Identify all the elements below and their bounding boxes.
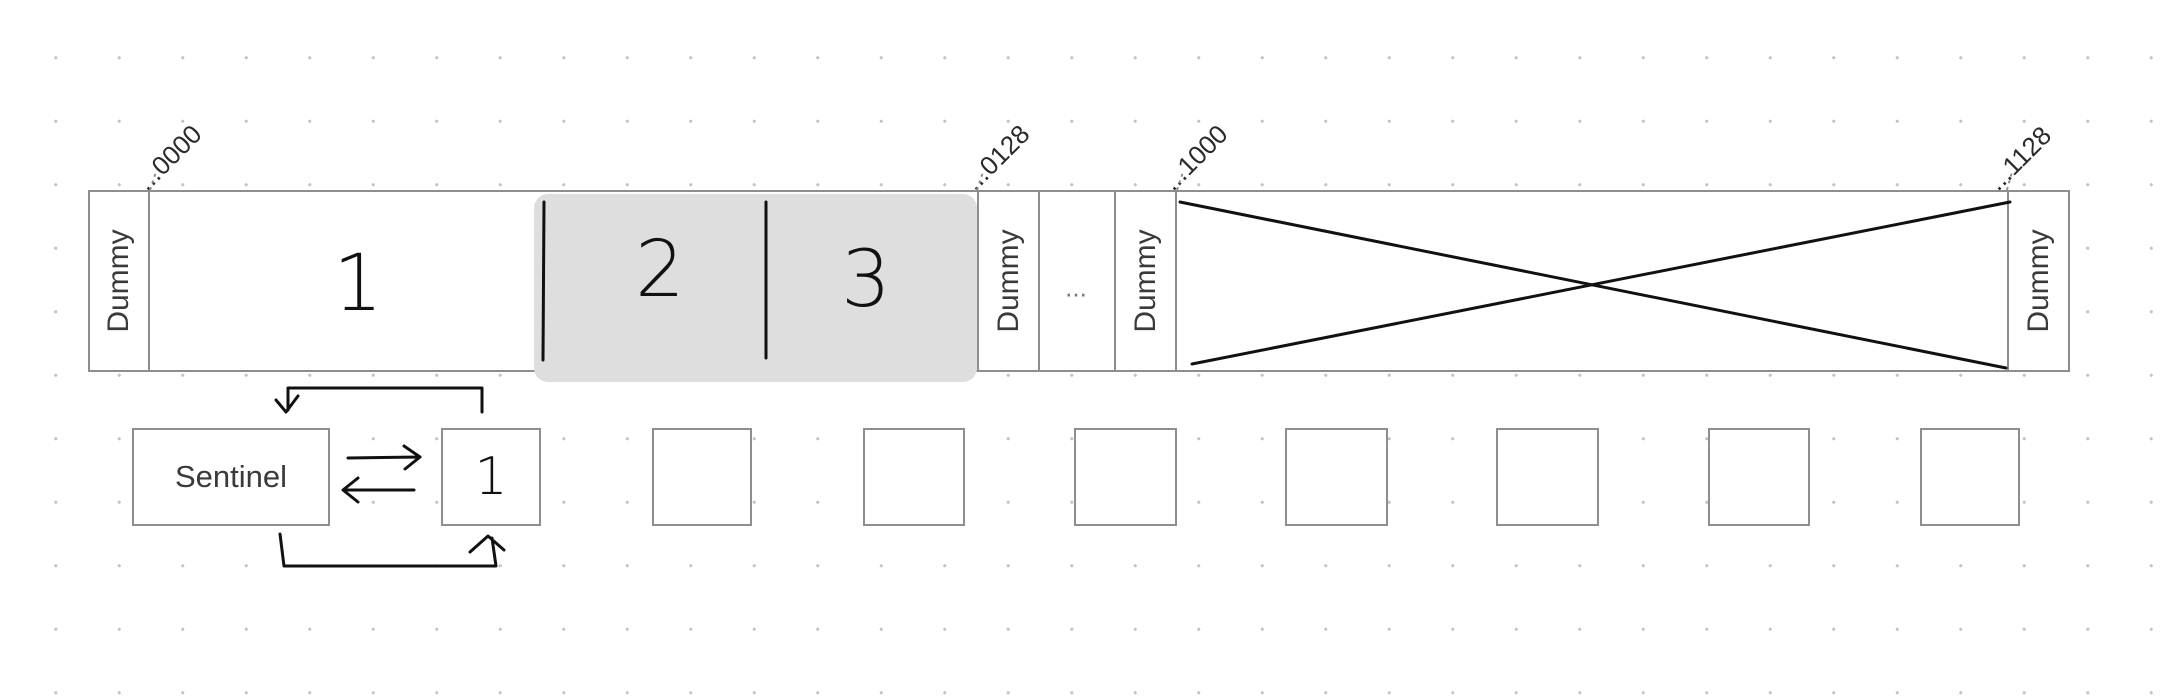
list-node [1285, 428, 1388, 526]
loop-arrow-bottom [278, 532, 506, 568]
next-pointer-arrow [346, 444, 422, 471]
sentinel-label: Sentinel [174, 459, 288, 494]
dummy-cell: Dummy [88, 190, 150, 372]
block-separator [541, 200, 546, 362]
list-node [1496, 428, 1599, 526]
list-node [1920, 428, 2020, 526]
list-node [1074, 428, 1177, 526]
unused-region-cross [1190, 200, 2012, 366]
sentinel-node: Sentinel [132, 428, 330, 526]
prev-pointer-arrow [341, 476, 416, 504]
loop-arrow-top [274, 386, 484, 414]
block-label-2: 2 [635, 225, 685, 315]
dummy-cell: Dummy [2007, 190, 2070, 372]
gap-cell [1038, 190, 1116, 372]
ellipsis-label: ... [1065, 272, 1087, 303]
list-node-1: 1 [441, 428, 541, 526]
block-label-1: 1 [333, 239, 383, 329]
list-node [1708, 428, 1810, 526]
list-node [652, 428, 752, 526]
highlighted-region [534, 194, 977, 382]
list-node [863, 428, 965, 526]
block-label-3: 3 [841, 235, 891, 325]
node-label-1: 1 [474, 447, 508, 507]
dummy-cell: Dummy [977, 190, 1040, 372]
address-leaders [149, 171, 2013, 191]
